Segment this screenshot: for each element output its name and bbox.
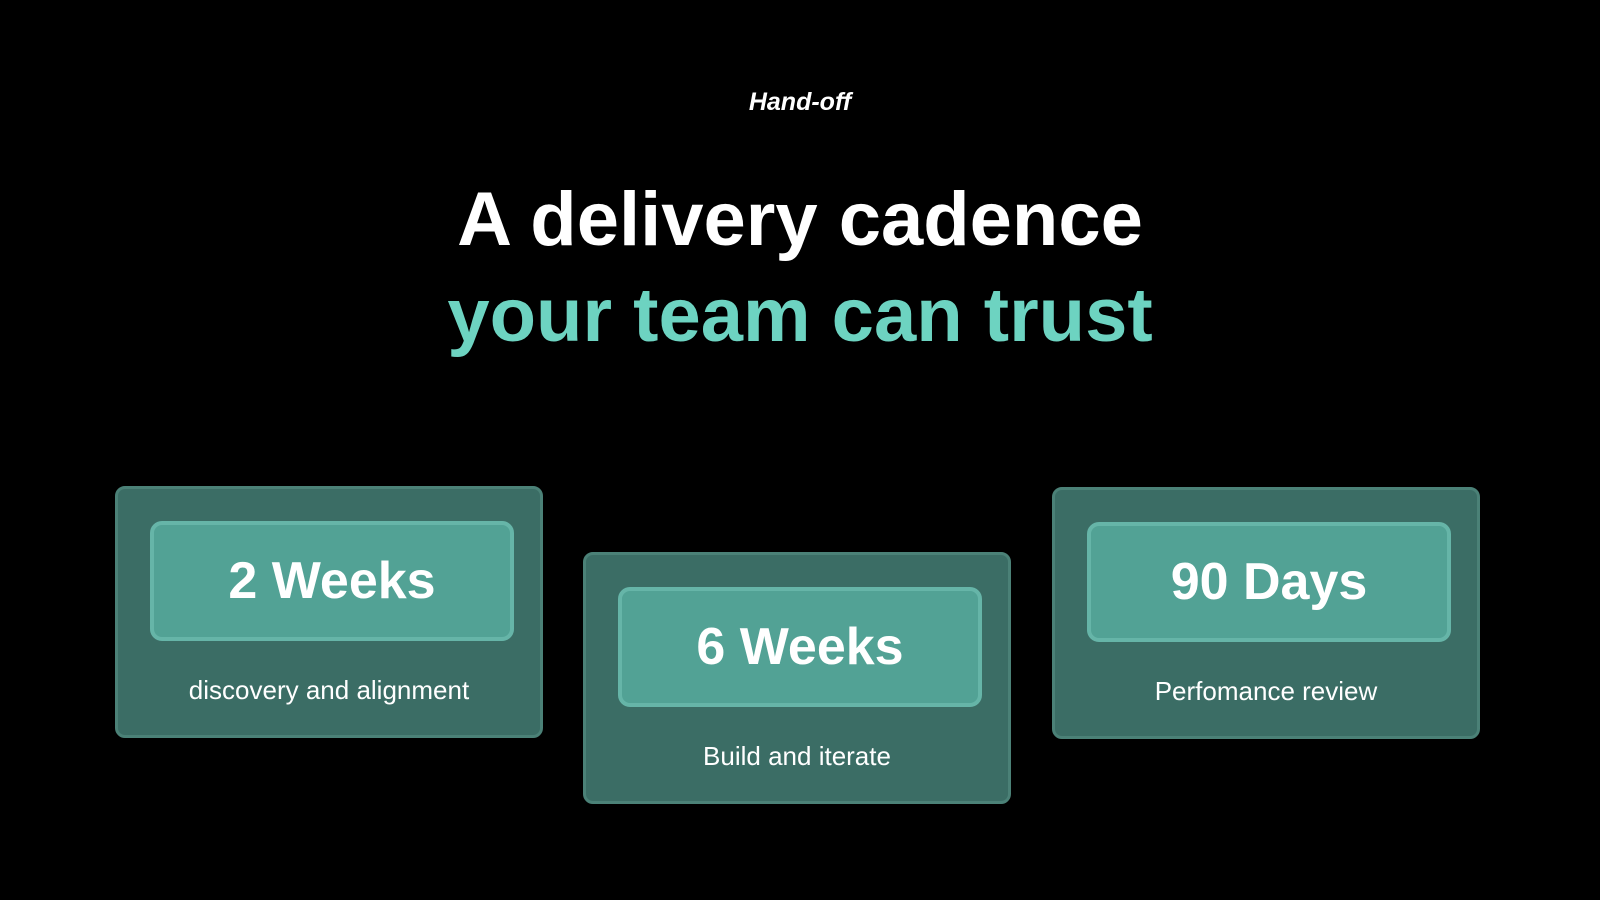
- timeline-card-3: 90 Days Perfomance review: [1052, 487, 1480, 739]
- headline-line-2: your team can trust: [447, 273, 1153, 358]
- phase-caption: discovery and alignment: [188, 675, 470, 705]
- timeline-card-1: 2 Weeks discovery and alignment: [115, 486, 543, 738]
- duration-badge: 6 Weeks: [618, 587, 982, 707]
- duration-badge: 90 Days: [1087, 522, 1451, 642]
- page-title: A delivery cadence your team can trust: [0, 172, 1600, 364]
- phase-caption: Build and iterate: [703, 741, 891, 771]
- eyebrow-label: Hand-off: [748, 88, 852, 116]
- phase-caption: Perfomance review: [1154, 676, 1378, 706]
- timeline-card-2: 6 Weeks Build and iterate: [583, 552, 1011, 804]
- duration-badge: 2 Weeks: [150, 521, 514, 641]
- headline-line-1: A delivery cadence: [457, 177, 1143, 262]
